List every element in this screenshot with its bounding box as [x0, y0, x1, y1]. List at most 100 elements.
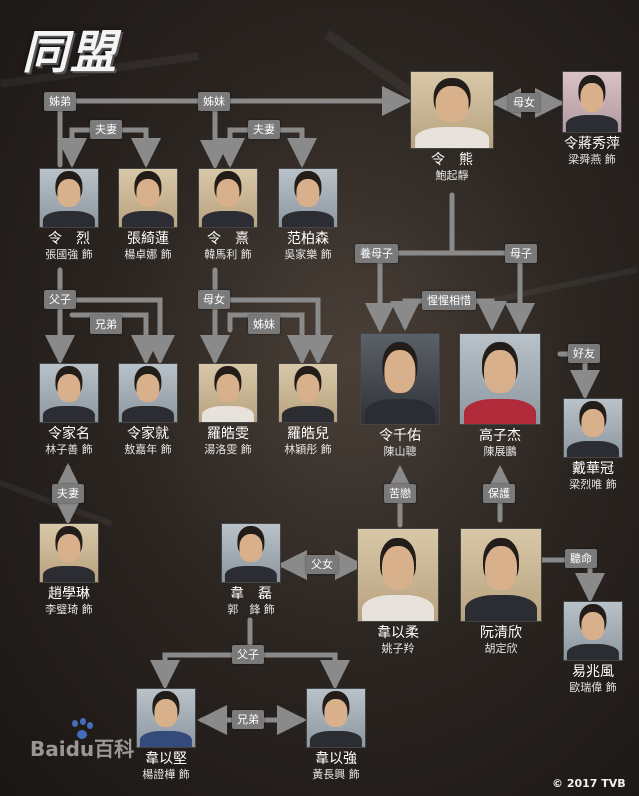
- character-ling-lo: 令 熹 韓馬利 飾: [188, 168, 268, 262]
- portrait-photo: [198, 363, 258, 423]
- relation-tag: 聽命: [565, 549, 597, 568]
- relation-tag: 父子: [44, 290, 76, 309]
- character-name: 戴華冠: [572, 461, 614, 477]
- character-ko-chi-kit: 高子杰 陳展鵬: [458, 333, 542, 459]
- actor-name: 姚子羚: [381, 642, 415, 655]
- character-wai-yi-yau: 韋以柔 姚子羚: [356, 528, 440, 656]
- character-name: 易兆風: [572, 664, 614, 680]
- portrait-photo: [118, 168, 178, 228]
- actor-name: 湯洛雯 飾: [204, 443, 252, 456]
- portrait-photo: [563, 601, 623, 661]
- relation-tag: 父女: [306, 555, 338, 574]
- relation-tag: 夫妻: [52, 484, 84, 503]
- character-wai-yi-kin: 韋以堅 楊證樺 飾: [126, 688, 206, 782]
- character-yik-siu-fung: 易兆風 歐瑞偉 飾: [555, 601, 631, 695]
- actor-name: 張國強 飾: [45, 248, 93, 261]
- portrait-photo: [360, 333, 440, 425]
- character-name: 高子杰: [479, 428, 521, 444]
- character-name: 韋以柔: [377, 625, 419, 641]
- copyright-text: © 2017 TVB: [552, 777, 626, 790]
- character-name: 范柏森: [287, 231, 329, 247]
- relation-tag: 苦戀: [384, 484, 416, 503]
- character-chiu-hok-lam: 趙學琳 李璧琦 飾: [30, 523, 108, 617]
- portrait-photo: [460, 528, 542, 622]
- actor-name: 梁舜燕 飾: [568, 153, 616, 166]
- portrait-photo: [278, 363, 338, 423]
- portrait-photo: [563, 398, 623, 458]
- relation-tag: 兄弟: [232, 710, 264, 729]
- relation-tag: 母女: [508, 93, 540, 112]
- relation-tag: 保護: [483, 484, 515, 503]
- character-name: 令蔣秀萍: [564, 136, 620, 152]
- portrait-photo: [306, 688, 366, 748]
- character-law-ho-man: 羅皓雯 湯洛雯 飾: [188, 363, 268, 457]
- character-cheung-yi-lin: 張綺蓮 楊卓娜 飾: [108, 168, 188, 262]
- character-name: 令家就: [127, 426, 169, 442]
- actor-name: 林穎彤 飾: [284, 443, 332, 456]
- connector-line: [150, 617, 253, 690]
- relation-tag: 姊弟: [44, 92, 76, 111]
- character-chiang-sau-ping: 令蔣秀萍 梁舜燕 飾: [553, 71, 631, 167]
- character-yuen-ching-yan: 阮清欣 胡定欣: [459, 528, 543, 656]
- actor-name: 韓馬利 飾: [204, 248, 252, 261]
- actor-name: 林子善 飾: [45, 443, 93, 456]
- portrait-photo: [118, 363, 178, 423]
- portrait-photo: [39, 523, 99, 583]
- character-name: 韋以堅: [145, 751, 187, 767]
- relation-tag: 母子: [505, 244, 537, 263]
- character-name: 令 熊: [431, 152, 473, 168]
- actor-name: 黃長興 飾: [312, 768, 360, 781]
- relation-tag: 兄弟: [90, 315, 122, 334]
- character-ling-chin-yau: 令千佑 陳山聰: [358, 333, 442, 459]
- actor-name: 楊卓娜 飾: [124, 248, 172, 261]
- character-ling-lit: 令 烈 張國強 飾: [30, 168, 108, 262]
- relation-tag: 好友: [568, 344, 600, 363]
- baidu-paw-icon: [70, 718, 93, 742]
- portrait-photo: [136, 688, 196, 748]
- relation-tag: 惺惺相惜: [422, 291, 476, 310]
- relation-tag: 夫妻: [248, 120, 280, 139]
- portrait-photo: [39, 363, 99, 423]
- actor-name: 郭 鋒 飾: [227, 603, 275, 616]
- character-name: 韋以強: [315, 751, 357, 767]
- actor-name: 陳山聰: [383, 445, 417, 458]
- character-name: 韋 磊: [230, 586, 272, 602]
- character-name: 羅皓雯: [207, 426, 249, 442]
- character-name: 令 熹: [207, 231, 249, 247]
- actor-name: 胡定欣: [484, 642, 518, 655]
- relation-tag: 父子: [232, 645, 264, 664]
- portrait-photo: [278, 168, 338, 228]
- actor-name: 李璧琦 飾: [45, 603, 93, 616]
- character-ling-ka-chau: 令家就 敖嘉年 飾: [108, 363, 188, 457]
- baidu-watermark: Baidu百科: [30, 737, 135, 761]
- portrait-photo: [221, 523, 281, 583]
- actor-name: 吳家樂 飾: [284, 248, 332, 261]
- portrait-photo: [39, 168, 99, 228]
- actor-name: 梁烈唯 飾: [569, 478, 617, 491]
- relation-tag: 夫妻: [90, 120, 122, 139]
- actor-name: 歐瑞偉 飾: [569, 681, 617, 694]
- portrait-photo: [459, 333, 541, 425]
- character-law-ho-yee: 羅皓兒 林穎彤 飾: [268, 363, 348, 457]
- character-name: 羅皓兒: [287, 426, 329, 442]
- relation-tag: 母女: [198, 290, 230, 309]
- character-ling-hung: 令 熊 鮑起靜: [406, 71, 498, 183]
- portrait-photo: [410, 71, 494, 149]
- relation-tag: 姊妹: [198, 92, 230, 111]
- character-ling-ka-ming: 令家名 林子善 飾: [30, 363, 108, 457]
- actor-name: 楊證樺 飾: [142, 768, 190, 781]
- character-name: 令千佑: [379, 428, 421, 444]
- character-name: 張綺蓮: [127, 231, 169, 247]
- character-wai-lui: 韋 磊 郭 鋒 飾: [212, 523, 290, 617]
- portrait-photo: [198, 168, 258, 228]
- portrait-photo: [562, 71, 622, 133]
- connector-line: [365, 192, 455, 333]
- actor-name: 敖嘉年 飾: [124, 443, 172, 456]
- show-logo: 同盟: [22, 25, 118, 79]
- character-name: 趙學琳: [48, 586, 90, 602]
- character-name: 令家名: [48, 426, 90, 442]
- character-name: 令 烈: [48, 231, 90, 247]
- connector-line: [212, 297, 333, 365]
- connector-line: [57, 297, 175, 365]
